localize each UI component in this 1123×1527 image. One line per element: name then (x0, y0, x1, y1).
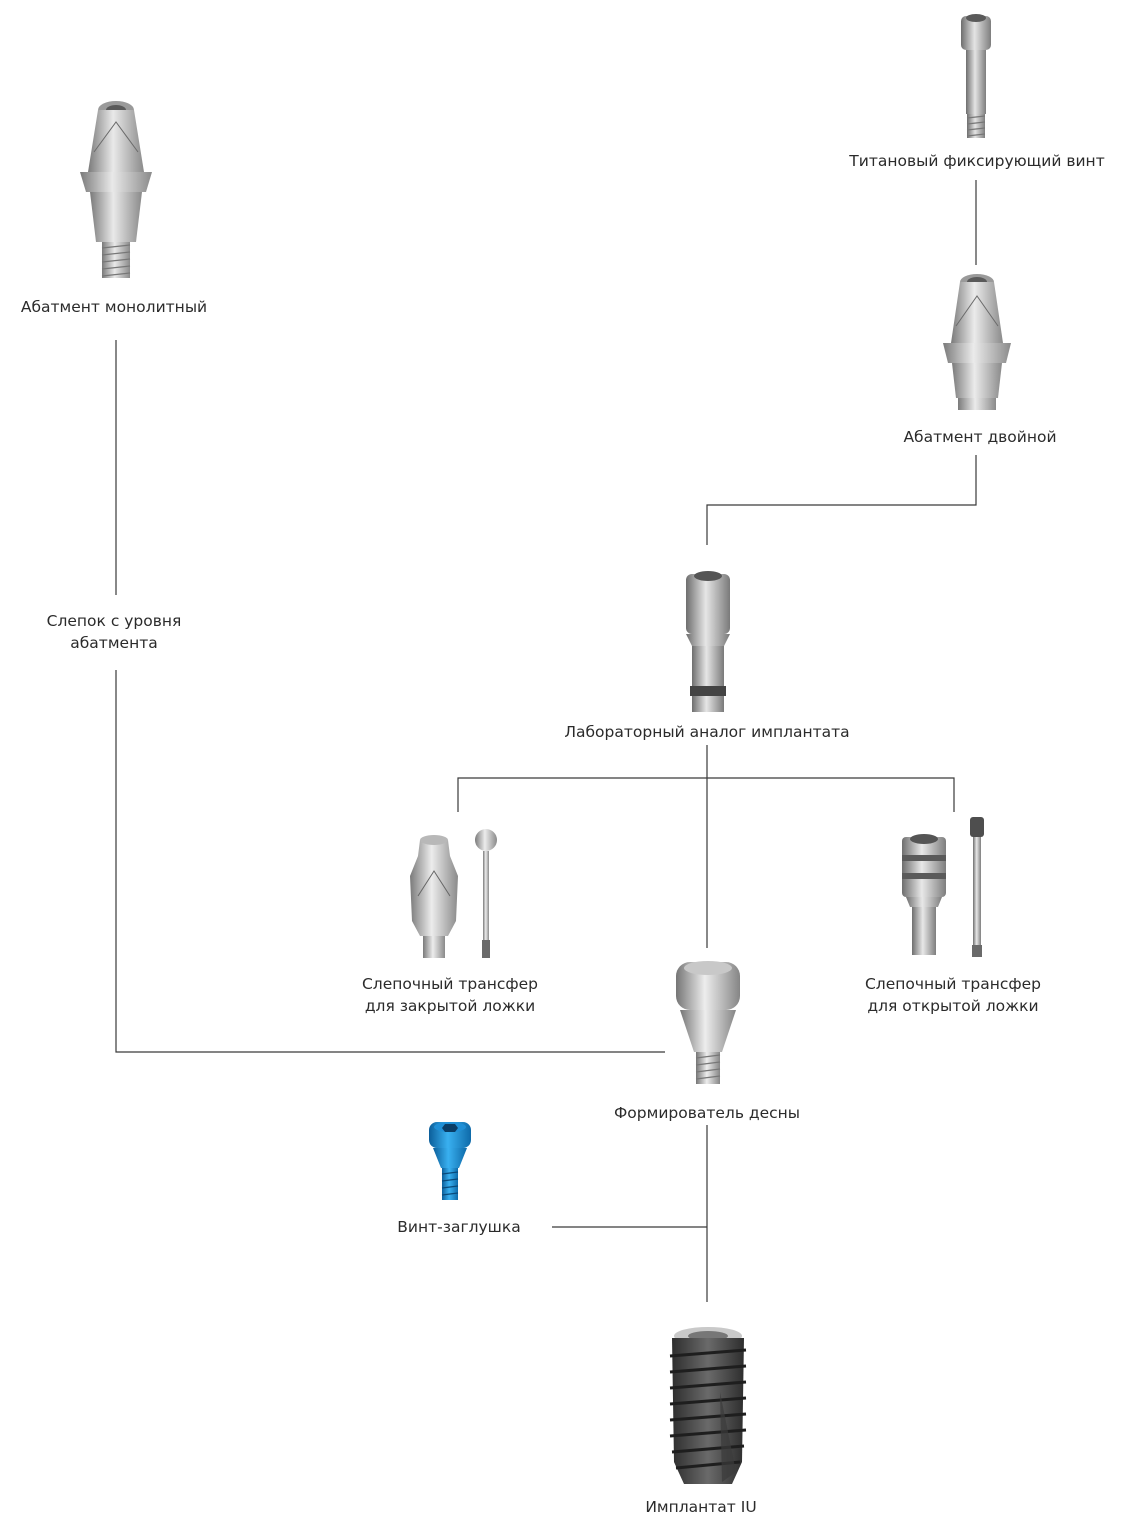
connector-double-abutment-to-analog (706, 455, 977, 545)
label-double-abutment: Абатмент двойной (903, 428, 1057, 446)
label-closed-tray-line1: Слепочный трансфер (361, 975, 539, 993)
open-tray-transfer-image (902, 817, 984, 957)
label-monolithic-abutment: Абатмент монолитный (20, 298, 208, 316)
gingiva-former-image (676, 961, 740, 1084)
monolithic-abutment-image (80, 101, 152, 278)
label-abutment-impression-line1: Слепок с уровня (46, 612, 182, 630)
label-abutment-impression: Слепок с уровня абатмента (47, 610, 182, 654)
double-abutment-image (943, 274, 1011, 410)
label-open-tray-line2: для открытой ложки (867, 997, 1039, 1015)
label-lab-analog: Лабораторный аналог имплантата (564, 723, 850, 741)
connector-transfer-bracket (457, 777, 955, 812)
label-closed-tray-line2: для закрытой ложки (364, 997, 536, 1015)
connector-impression-to-former (115, 670, 665, 1053)
label-closed-tray-transfer: Слепочный трансфер для закрытой ложки (362, 973, 538, 1017)
titanium-screw-image (961, 14, 991, 138)
label-abutment-impression-line2: абатмента (70, 634, 158, 652)
label-gingiva-former: Формирователь десны (613, 1104, 801, 1122)
implant-iu-image (669, 1327, 747, 1484)
lab-analog-image (686, 571, 730, 712)
label-open-tray-line1: Слепочный трансфер (864, 975, 1042, 993)
label-titanium-screw: Титановый фиксирующий винт (849, 152, 1105, 170)
cover-screw-image (429, 1122, 471, 1200)
label-implant-iu: Имплантат IU (645, 1498, 757, 1516)
label-cover-screw: Винт-заглушка (397, 1218, 521, 1236)
closed-tray-transfer-image (410, 829, 497, 958)
label-open-tray-transfer: Слепочный трансфер для открытой ложки (865, 973, 1041, 1017)
